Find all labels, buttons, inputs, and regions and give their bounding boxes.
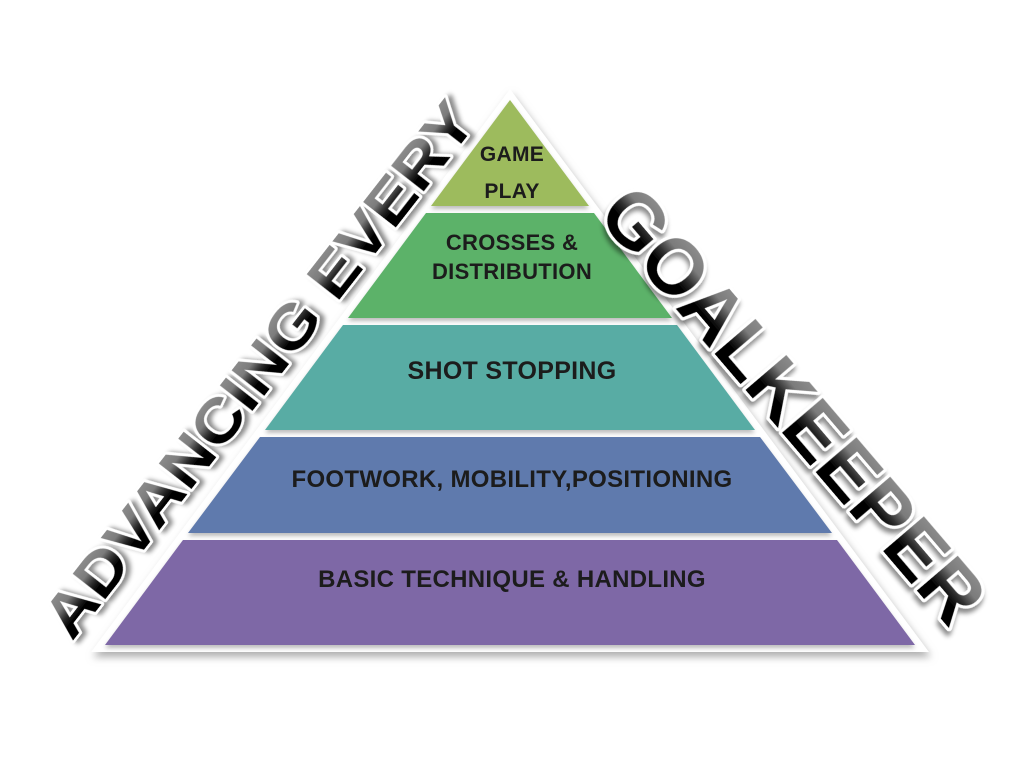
pyramid-level-4-label: FOOTWORK, MOBILITY,POSITIONING — [291, 466, 733, 493]
pyramid-level-1-label: GAME PLAY — [479, 143, 545, 203]
pyramid-level-2-label: CROSSES & DISTRIBUTION — [431, 230, 593, 284]
pyramid-level-5-label: BASIC TECHNIQUE & HANDLING — [318, 566, 706, 593]
pyramid-level-3-label: SHOT STOPPING — [407, 357, 617, 385]
